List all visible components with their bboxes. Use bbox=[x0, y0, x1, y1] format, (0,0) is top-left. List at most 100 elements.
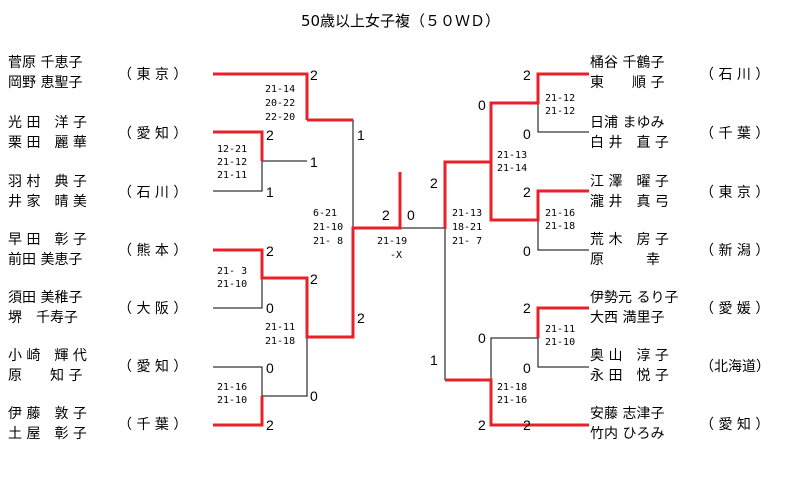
prefecture-label: （ 愛 知 ） bbox=[118, 126, 188, 142]
player-name: 伊勢元 るり子 bbox=[590, 290, 679, 306]
pair-right-2: 日浦 まゆみ白 井 直 子 bbox=[590, 113, 669, 153]
game-score: 21-10 bbox=[217, 279, 247, 290]
game-score: 21-19 bbox=[377, 236, 407, 247]
game-score: 21-18 bbox=[545, 221, 575, 232]
player-name: 岡野 恵聖子 bbox=[8, 75, 83, 91]
pair-right-3: 江 澤 曜 子瀧 井 真 弓 bbox=[590, 172, 669, 212]
prefecture-label: （ 石 川 ） bbox=[700, 67, 770, 83]
point-label: 0 bbox=[523, 126, 531, 142]
player-name: 栗 田 麗 華 bbox=[8, 135, 87, 151]
prefecture-label: （ 愛 知 ） bbox=[700, 417, 770, 433]
prefecture-label: （ 千 葉 ） bbox=[700, 126, 770, 142]
point-label: 2 bbox=[430, 175, 438, 191]
game-score: 21-16 bbox=[497, 395, 527, 406]
point-label: 0 bbox=[407, 207, 415, 223]
game-score: 21-13 bbox=[497, 150, 527, 161]
pair-right-6: 奥 山 淳 子永 田 悦 子 bbox=[590, 346, 669, 386]
player-name: 伊 藤 敦 子 bbox=[8, 406, 87, 422]
point-label: 1 bbox=[357, 127, 365, 143]
player-name: 江 澤 曜 子 bbox=[590, 174, 669, 190]
pair-left-4: 早 田 彰 子前田 美恵子 bbox=[8, 230, 87, 270]
player-name: 羽 村 典 子 bbox=[8, 174, 87, 190]
pair-right-5: 伊勢元 るり子大西 満里子 bbox=[590, 288, 678, 328]
point-label: 2 bbox=[266, 243, 274, 259]
player-name: 竹内 ひろみ bbox=[590, 426, 665, 442]
game-score: 21-11 bbox=[265, 322, 295, 333]
player-name: 安藤 志津子 bbox=[590, 406, 665, 422]
player-name: 井 家 晴 美 bbox=[8, 194, 87, 210]
pair-right-4: 荒 木 房 子原 幸 bbox=[590, 230, 669, 270]
game-score: 21-10 bbox=[545, 337, 575, 348]
player-name: 須田 美稚子 bbox=[8, 290, 83, 306]
prefecture-label: （ 石 川 ） bbox=[118, 185, 188, 201]
player-name: 白 井 直 子 bbox=[590, 135, 669, 151]
pair-left-6: 小 崎 輝 代原 知 子 bbox=[8, 346, 87, 386]
game-score: 21- 3 bbox=[217, 266, 247, 277]
prefecture-label: （ 愛 知 ） bbox=[118, 359, 188, 375]
pair-right-7: 安藤 志津子竹内 ひろみ bbox=[590, 404, 664, 444]
point-label: 0 bbox=[266, 360, 274, 376]
player-name: 菅原 千恵子 bbox=[8, 55, 83, 71]
game-score: 21-14 bbox=[497, 163, 527, 174]
game-score: 21-10 bbox=[313, 222, 343, 233]
game-score: 22-20 bbox=[265, 112, 295, 123]
point-label: 1 bbox=[310, 154, 318, 170]
game-score: 21-14 bbox=[265, 84, 295, 95]
player-name: 瀧 井 真 弓 bbox=[590, 194, 669, 210]
game-score: 21-18 bbox=[497, 382, 527, 393]
game-score: 21-11 bbox=[217, 170, 247, 181]
point-label: 1 bbox=[266, 184, 274, 200]
game-score: 21- 7 bbox=[452, 236, 482, 247]
point-label: 1 bbox=[430, 352, 438, 368]
player-name: 日浦 まゆみ bbox=[590, 115, 665, 131]
prefecture-label: （ 東 京 ） bbox=[118, 67, 188, 83]
prefecture-label: （ 千 葉 ） bbox=[118, 417, 188, 433]
point-label: 2 bbox=[266, 417, 274, 433]
game-score: -X bbox=[390, 250, 402, 261]
game-score: 6-21 bbox=[313, 208, 337, 219]
player-name: 原 幸 bbox=[590, 252, 660, 268]
player-name: 前田 美恵子 bbox=[8, 252, 83, 268]
game-score: 21-12 bbox=[545, 93, 575, 104]
player-name: 光 田 洋 子 bbox=[8, 115, 87, 131]
game-score: 21-16 bbox=[217, 382, 247, 393]
player-name: 堺 千寿子 bbox=[8, 310, 78, 326]
prefecture-label: （北海道） bbox=[700, 359, 770, 375]
point-label: 0 bbox=[478, 97, 486, 113]
game-scores: 21-14 20-22 22-20 12-21 21-12 21-11 6-21… bbox=[217, 84, 575, 406]
pair-left-3: 羽 村 典 子井 家 晴 美 bbox=[8, 172, 87, 212]
game-score: 21-16 bbox=[545, 208, 575, 219]
game-score: 21-11 bbox=[545, 324, 575, 335]
game-score: 21-10 bbox=[217, 395, 247, 406]
pair-left-7: 伊 藤 敦 子土 屋 彰 子 bbox=[8, 404, 87, 444]
game-score: 21-18 bbox=[265, 336, 295, 347]
prefecture-label: （ 大 阪 ） bbox=[118, 301, 188, 317]
bracket-lines-black bbox=[213, 103, 589, 426]
prefecture-label: （ 新 潟 ） bbox=[700, 243, 770, 259]
point-label: 2 bbox=[310, 271, 318, 287]
prefecture-label: （ 愛 媛 ） bbox=[700, 301, 770, 317]
point-label: 2 bbox=[357, 310, 365, 326]
point-label: 2 bbox=[266, 127, 274, 143]
game-score: 21-12 bbox=[217, 157, 247, 168]
point-label: 2 bbox=[310, 67, 318, 83]
point-label: 2 bbox=[478, 417, 486, 433]
game-score: 21- 8 bbox=[313, 236, 343, 247]
point-label: 2 bbox=[523, 417, 531, 433]
point-label: 2 bbox=[523, 184, 531, 200]
player-name: 原 知 子 bbox=[8, 368, 83, 384]
point-label: 0 bbox=[478, 330, 486, 346]
point-label: 2 bbox=[382, 207, 390, 223]
pair-left-2: 光 田 洋 子栗 田 麗 華 bbox=[8, 113, 87, 153]
game-score: 18-21 bbox=[452, 222, 482, 233]
game-score: 21-12 bbox=[545, 106, 575, 117]
bracket-lines-winner bbox=[213, 72, 589, 427]
player-name: 早 田 彰 子 bbox=[8, 232, 87, 248]
player-name: 小 崎 輝 代 bbox=[8, 348, 87, 364]
point-label: 0 bbox=[266, 300, 274, 316]
player-name: 東 順 子 bbox=[590, 75, 665, 91]
pair-right-1: 桶谷 千鶴子東 順 子 bbox=[590, 53, 664, 93]
point-label: 0 bbox=[310, 388, 318, 404]
point-label: 0 bbox=[523, 360, 531, 376]
